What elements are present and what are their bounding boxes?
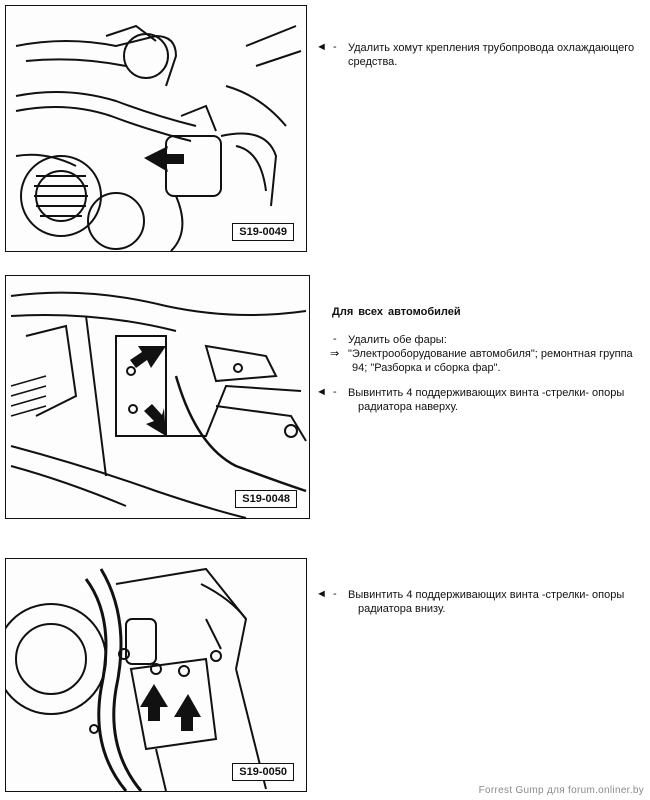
section3-text-line1: Вывинтить 4 поддерживающих винта -стрелк…: [348, 589, 625, 601]
section3-marker: ◄: [316, 588, 327, 600]
pointer-arrow-right: [174, 694, 201, 731]
section2-ref-line1: "Электрооборудование автомобиля"; ремонт…: [348, 348, 633, 360]
section2-item2-line1: Вывинтить 4 поддерживающих винта -стрелк…: [348, 387, 625, 399]
section2-item1-text: Удалить обе фары:: [348, 334, 447, 346]
engine-illustration-1: [15, 24, 302, 251]
section2-item1-bullet: -: [333, 333, 337, 345]
section1-bullet: -: [333, 41, 337, 53]
section3-bullet: -: [333, 588, 337, 600]
section2-item2-bullet: -: [333, 386, 337, 398]
figure-label: S19-0050: [232, 763, 294, 781]
pointer-arrow-left: [140, 684, 168, 721]
pointer-arrow-lower: [144, 404, 166, 436]
pointer-arrow-upper: [130, 346, 166, 368]
engine-illustration-3: [6, 567, 267, 791]
figure-s19-0050: S19-0050: [5, 558, 307, 792]
figure-label: S19-0049: [232, 223, 294, 241]
section1-text-line2: средства.: [348, 56, 398, 68]
watermark: Forrest Gump для forum.onliner.by: [478, 785, 644, 796]
section1-marker: ◄: [316, 41, 327, 53]
pointer-arrow: [144, 146, 184, 172]
section2-heading: Для всех автомобилей: [332, 306, 461, 318]
section2-ref-arrow: ⇒: [330, 348, 340, 360]
section2-marker: ◄: [316, 386, 327, 398]
figure-label: S19-0048: [235, 490, 297, 508]
engine-illustration-2: [10, 291, 307, 518]
figure-s19-0048: S19-0048: [5, 275, 310, 519]
section1-text-line1: Удалить хомут крепления трубопровода охл…: [348, 42, 635, 54]
section3-text-line2: радиатора внизу.: [358, 603, 446, 615]
figure-s19-0049: S19-0049: [5, 5, 307, 252]
section2-item2-line2: радиатора наверху.: [358, 401, 458, 413]
section2-ref-line2: 94; "Разборка и сборка фар".: [352, 362, 501, 374]
